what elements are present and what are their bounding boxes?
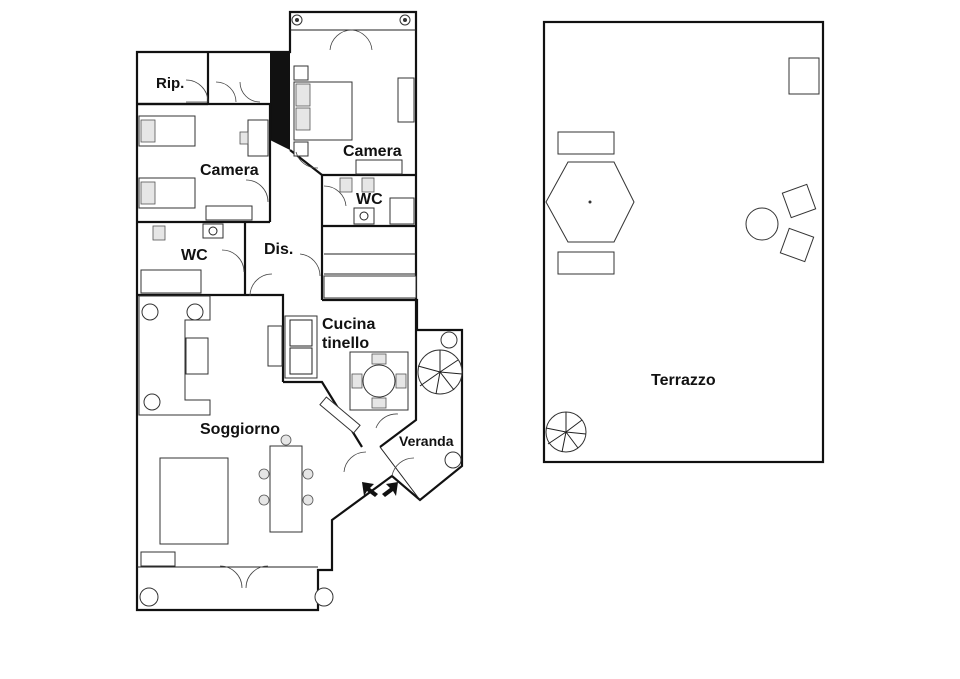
desk: [247, 119, 269, 157]
kitchen-counter: [323, 275, 417, 299]
sink: [202, 223, 224, 239]
cabinet: [319, 396, 361, 434]
room-label-ripostiglio: Rip.: [156, 75, 184, 92]
apartment-plan: [135, 10, 464, 612]
lounger: [557, 251, 615, 275]
wc-left-wall: [137, 222, 247, 297]
entrance-arrow-icon: [382, 482, 398, 497]
door: [221, 249, 245, 273]
spiral-stair: [417, 349, 463, 395]
plant-icon: [399, 14, 411, 26]
camera-left-wall: [137, 102, 272, 224]
nightstand: [293, 65, 309, 81]
armchair: [781, 183, 817, 219]
room-label-camera-left: Camera: [200, 162, 259, 179]
room-label-veranda: Veranda: [399, 433, 454, 449]
door: [323, 185, 347, 207]
veranda-wall: [379, 446, 421, 501]
chair: [258, 494, 270, 506]
door: [295, 151, 319, 169]
plant-icon: [444, 451, 462, 469]
sofa-cushion: [289, 347, 313, 375]
apartment-outer-wall: [135, 10, 464, 612]
toilet: [339, 177, 353, 193]
entrance-arrow-icon: [362, 482, 378, 497]
nightstand: [293, 141, 309, 157]
spiral-stair: [545, 411, 587, 453]
shower: [389, 197, 415, 225]
chair: [280, 434, 292, 446]
plant-icon: [143, 393, 161, 411]
armchair: [779, 227, 815, 263]
sideboard: [140, 551, 176, 567]
room-label-wc-right: WC: [356, 191, 383, 208]
bench: [788, 57, 820, 95]
door: [299, 253, 321, 277]
kitchen-cabinet: [267, 325, 283, 367]
plant-icon: [141, 303, 159, 321]
door: [245, 179, 269, 203]
sofa-cushion: [289, 319, 313, 347]
room-label-terrazzo: Terrazzo: [651, 372, 716, 389]
room-label-camera-right: Camera: [343, 143, 402, 160]
room-label-disimpegno: Dis.: [264, 241, 293, 258]
kitchen-window: [324, 253, 416, 275]
desk: [355, 159, 403, 175]
chair: [371, 353, 387, 365]
pillow: [295, 107, 311, 131]
room-label-soggiorno: Soggiorno: [200, 421, 280, 438]
lounger: [557, 131, 615, 155]
plant-icon: [440, 331, 458, 349]
chair: [395, 373, 407, 389]
coffee-table: [185, 337, 209, 375]
door: [215, 81, 261, 103]
chair: [302, 468, 314, 480]
chair: [258, 468, 270, 480]
sink: [353, 207, 375, 225]
room-label-cucina-line1: Cucina: [322, 316, 375, 333]
door: [249, 273, 273, 297]
door: [219, 565, 269, 589]
toilet: [152, 225, 166, 241]
desk-chair: [239, 131, 249, 145]
bathtub: [140, 269, 202, 294]
camera-right-wall: [320, 173, 416, 300]
wardrobe: [397, 77, 415, 123]
door: [329, 29, 373, 51]
room-label-wc-left: WC: [181, 247, 208, 264]
plant-icon: [291, 14, 303, 26]
wardrobe: [205, 205, 253, 221]
corner-sofa: [138, 295, 211, 416]
sink-bowl: [208, 226, 218, 236]
sink-bowl: [359, 211, 369, 221]
terrace-plan: [542, 20, 825, 464]
terrace-outline: [542, 20, 825, 464]
round-table: [745, 207, 779, 241]
pillow: [140, 119, 156, 143]
tv-rug: [159, 457, 229, 545]
pillow: [140, 181, 156, 205]
plant-icon: [139, 587, 159, 607]
dining-table: [269, 445, 303, 533]
bidet: [361, 177, 375, 193]
chair: [351, 373, 363, 389]
door: [391, 457, 415, 477]
door: [343, 451, 367, 473]
chair: [302, 494, 314, 506]
structural-column: [270, 52, 290, 150]
room-label-cucina-line2: tinello: [322, 335, 369, 352]
kitchen-table: [362, 364, 396, 398]
door: [375, 413, 399, 429]
chair: [371, 397, 387, 409]
gazebo-center: [588, 200, 592, 204]
pillow: [295, 83, 311, 107]
door: [185, 79, 209, 103]
plant-icon: [186, 303, 204, 321]
plant-icon: [314, 587, 334, 607]
